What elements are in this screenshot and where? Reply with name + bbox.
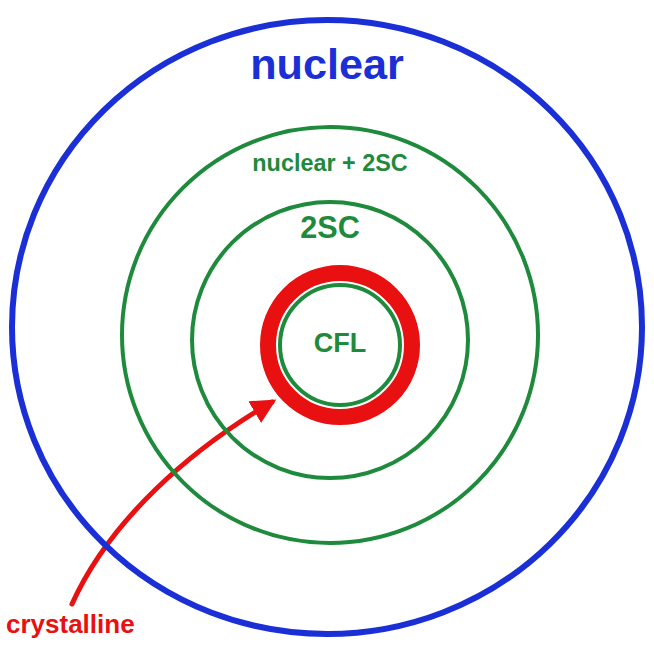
pointer-arrow [72,402,272,604]
region-label: nuclear + 2SC [120,150,540,177]
annotation-label: crystalline [6,610,135,640]
region-label: 2SC [190,210,470,245]
red-ring [268,273,412,417]
ring-region: nuclear nuclear + 2SC 2SC CFL [9,17,645,637]
ring-region: 2SC CFL [190,200,470,480]
region-label: CFL [278,328,402,359]
ring-region: CFL [278,283,402,407]
ring-region: nuclear + 2SC 2SC CFL [120,125,540,545]
region-label: nuclear [9,40,645,90]
